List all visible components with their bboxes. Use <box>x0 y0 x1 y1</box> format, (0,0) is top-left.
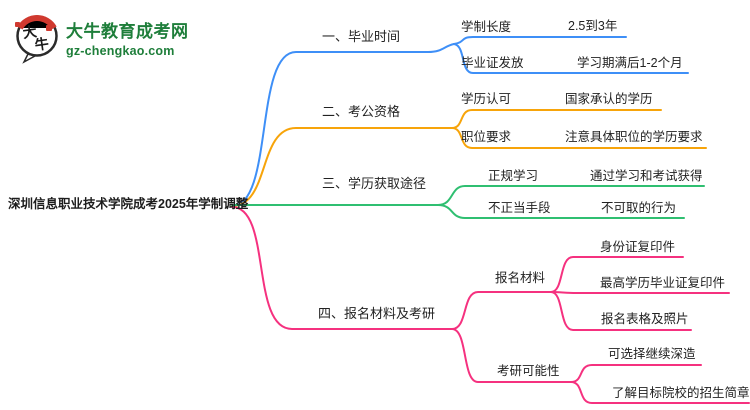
branch2-leaf2-connector <box>451 127 707 149</box>
branch1-label: 一、毕业时间 <box>322 29 401 44</box>
branch4-sub1-label: 报名材料 <box>495 271 546 285</box>
root-node: 深圳信息职业技术学院成考2025年学制调整 <box>8 197 249 211</box>
branch4-sub2-leaf2: 了解目标院校的招生简章 <box>612 386 750 400</box>
branch2-row1-key: 学历认可 <box>461 92 512 106</box>
seal-stamp-small <box>15 22 20 27</box>
branch4-sub1-leaf2-connector <box>550 291 730 294</box>
branch4-sub2-label: 考研可能性 <box>497 364 560 378</box>
branch3-row2-key: 不正当手段 <box>488 201 551 215</box>
branch4-sub1-connector <box>451 291 552 330</box>
branch3-leaf1-connector <box>437 185 705 206</box>
branch4-label: 四、报名材料及考研 <box>318 306 436 321</box>
branch1-row1-key: 学制长度 <box>461 20 512 34</box>
branch1-main-connector <box>231 43 455 207</box>
logo-domain: gz-chengkao.com <box>66 44 175 58</box>
seal-stamp <box>46 25 52 31</box>
branch2-leaf1-connector <box>451 109 662 129</box>
branch4-sub1-leaf3-connector <box>550 291 692 331</box>
seal-char-da: 大 <box>22 23 38 41</box>
site-logo: 大 牛 大牛教育成考网 gz-chengkao.com <box>13 12 189 64</box>
branch4-sub1-leaf2: 最高学历毕业证复印件 <box>600 276 726 290</box>
seal-red-cap <box>17 15 57 30</box>
seal-char-niu: 牛 <box>34 35 50 53</box>
branch1-leaf2-connector <box>453 43 689 74</box>
branch4-sub1-leaf1: 身份证复印件 <box>600 240 676 254</box>
branch1-row2-key: 毕业证发放 <box>461 56 524 70</box>
branch4-sub1-leaf1-connector <box>550 256 684 293</box>
branch4-main-connector <box>231 206 453 330</box>
branch3-label: 三、学历获取途径 <box>322 176 427 191</box>
logo-title: 大牛教育成考网 <box>66 22 189 41</box>
branch2-main-connector <box>231 127 453 207</box>
branch1-row2-value: 学习期满后1-2个月 <box>577 56 683 70</box>
branch1-leaf1-connector <box>453 36 627 45</box>
logo-text-block: 大牛教育成考网 gz-chengkao.com <box>66 12 189 58</box>
branch2-row1-value: 国家承认的学历 <box>565 92 653 106</box>
branch2-label: 二、考公资格 <box>322 104 401 119</box>
branch3-row2-value: 不可取的行为 <box>601 201 677 215</box>
branch3-row1-value: 通过学习和考试获得 <box>590 169 703 183</box>
branch2-row2-value: 注意具体职位的学历要求 <box>565 130 703 144</box>
branch4-sub2-leaf2-connector <box>570 381 750 404</box>
branch4-sub2-leaf1: 可选择继续深造 <box>608 347 696 361</box>
branch4-sub1-leaf3: 报名表格及照片 <box>601 312 689 326</box>
branch3-leaf2-connector <box>437 204 685 219</box>
daniu-seal-icon: 大 牛 <box>15 15 58 64</box>
branch2-row2-key: 职位要求 <box>461 130 512 144</box>
branch4-sub2-connector <box>451 328 572 383</box>
branch4-sub2-leaf1-connector <box>570 364 702 383</box>
branch1-row1-value: 2.5到3年 <box>568 19 618 33</box>
branch3-row1-key: 正规学习 <box>488 169 539 183</box>
